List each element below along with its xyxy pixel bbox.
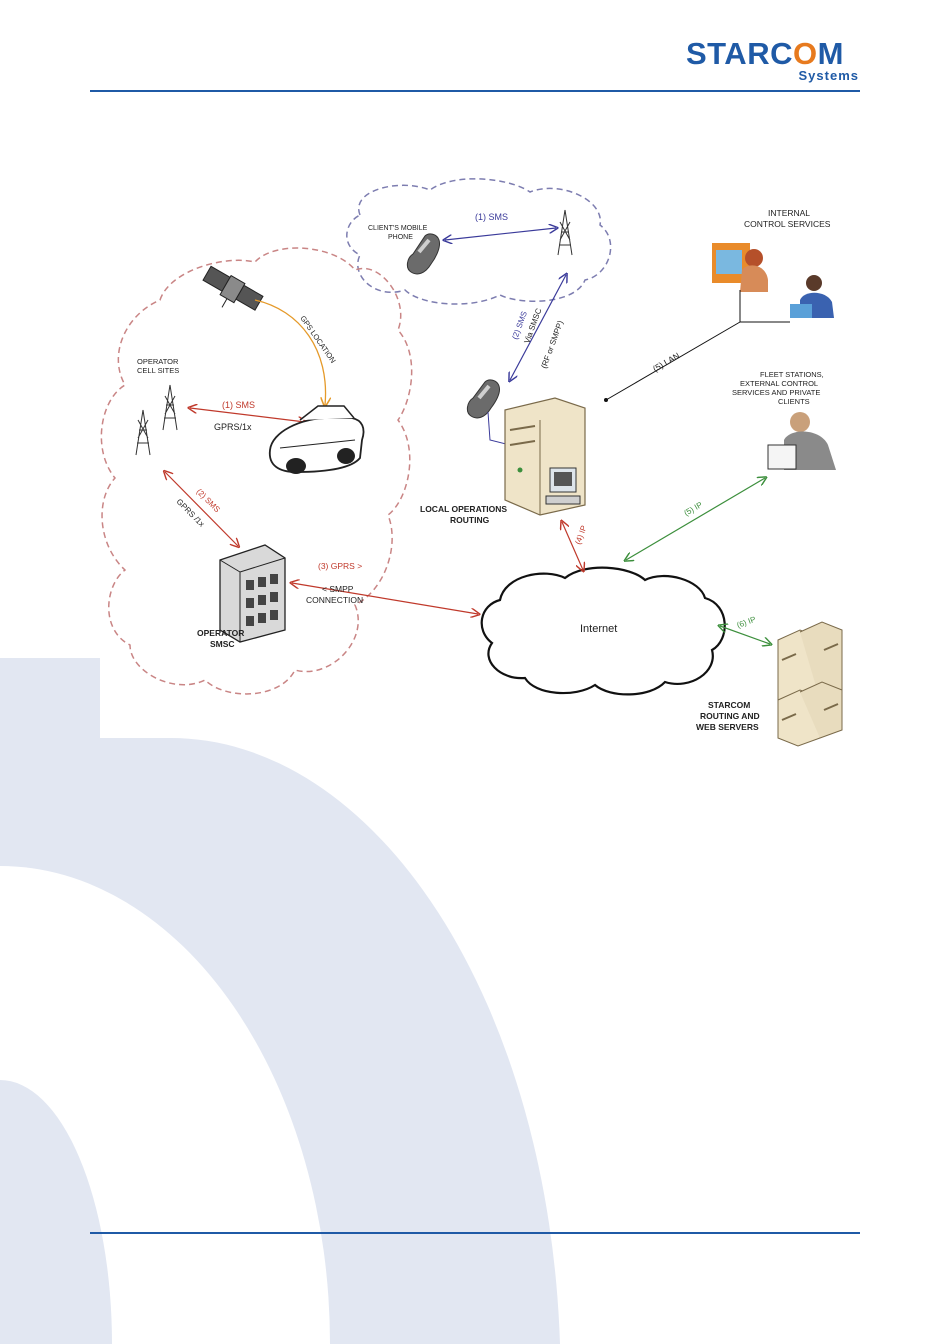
starcom-servers-label-2: ROUTING AND: [700, 711, 760, 721]
local-ip-arrow: [562, 522, 583, 570]
smsc-rf-label: (RF or SMPP): [539, 319, 565, 370]
smsc-building-icon: [219, 544, 286, 643]
internal-control-label-2: CONTROL SERVICES: [744, 219, 831, 229]
smpp-label-1: < SMPP: [322, 584, 354, 594]
operator-gprs-label: GPRS /1x: [175, 497, 207, 529]
internet-cloud: [480, 566, 726, 696]
client-phone-icon: [406, 233, 440, 275]
gprs-label: (3) GPRS >: [318, 561, 362, 571]
client-cloud: [346, 178, 612, 305]
logo-subtitle: Systems: [798, 68, 859, 83]
starcom-servers-label-3: WEB SERVERS: [696, 722, 759, 732]
fleet-ip-arrow: [626, 478, 765, 560]
web-ip-label: (6) IP: [736, 615, 757, 630]
cell-tower-icon: [135, 384, 178, 456]
fleet-ip-label: (5) IP: [683, 500, 704, 518]
cell-gprs-label: GPRS/1x: [214, 422, 252, 432]
client-phone-label-1: CLIENT'S MOBILE: [368, 225, 428, 232]
satellite-icon: [202, 265, 264, 311]
client-sms-label: (1) SMS: [475, 212, 508, 222]
fleet-label-4: CLIENTS: [778, 397, 810, 406]
cell-sms-arrow: [190, 408, 305, 422]
operator-cloud: [100, 247, 413, 695]
local-ip-label: (4) IP: [573, 524, 588, 545]
logo-brand: STARCOM: [686, 36, 844, 71]
fleet-label-2: EXTERNAL CONTROL: [740, 379, 818, 388]
starcom-logo: STARCOM Systems: [686, 38, 861, 86]
operator-sms-arrow: [165, 472, 238, 546]
lan-junction: [739, 290, 790, 323]
internal-control-staff-icon: [790, 275, 834, 318]
smpp-label-2: CONNECTION: [306, 595, 363, 605]
cell-sites-label-2: CELL SITES: [137, 366, 179, 375]
client-sms-arrow: [445, 228, 556, 240]
client-tower-icon: [557, 209, 573, 256]
lan-label: (5) LAN: [651, 350, 681, 373]
local-server-icon: [504, 397, 586, 516]
operator-sms-label: (2) SMS: [195, 487, 222, 514]
fleet-operator-icon: [767, 412, 836, 470]
smsc-sms-arrow: [510, 275, 566, 380]
gprs-smpp-arrow: [292, 583, 478, 614]
web-ip-arrow: [720, 626, 770, 644]
vehicle-icon: [268, 405, 365, 474]
internal-control-operator-icon: [712, 243, 768, 292]
local-operations-label-1: LOCAL OPERATIONS: [420, 504, 507, 514]
starcom-servers-icon: [777, 621, 843, 747]
client-phone-label-2: PHONE: [388, 234, 413, 241]
local-operations-label-2: ROUTING: [450, 515, 490, 525]
header-rule: [90, 90, 860, 92]
smsc-label-1: OPERATOR: [197, 628, 244, 638]
smsc-label-2: SMSC: [210, 639, 235, 649]
footer-rule: [90, 1232, 860, 1234]
gps-location-label: GPS LOCATION: [298, 314, 337, 365]
cell-sms-label: (1) SMS: [222, 400, 255, 410]
lan-line: [605, 321, 741, 401]
local-phone-icon: [466, 379, 500, 419]
gps-location-arrow: [254, 299, 326, 405]
fleet-label-3: SERVICES AND PRIVATE: [732, 388, 820, 397]
fleet-label-1: FLEET STATIONS,: [760, 370, 824, 379]
cell-sites-label-1: OPERATOR: [137, 357, 179, 366]
internal-control-label-1: INTERNAL: [768, 208, 810, 218]
starcom-servers-label-1: STARCOM: [708, 700, 750, 710]
internet-label: Internet: [580, 623, 617, 635]
local-phone-cable: [487, 411, 511, 446]
